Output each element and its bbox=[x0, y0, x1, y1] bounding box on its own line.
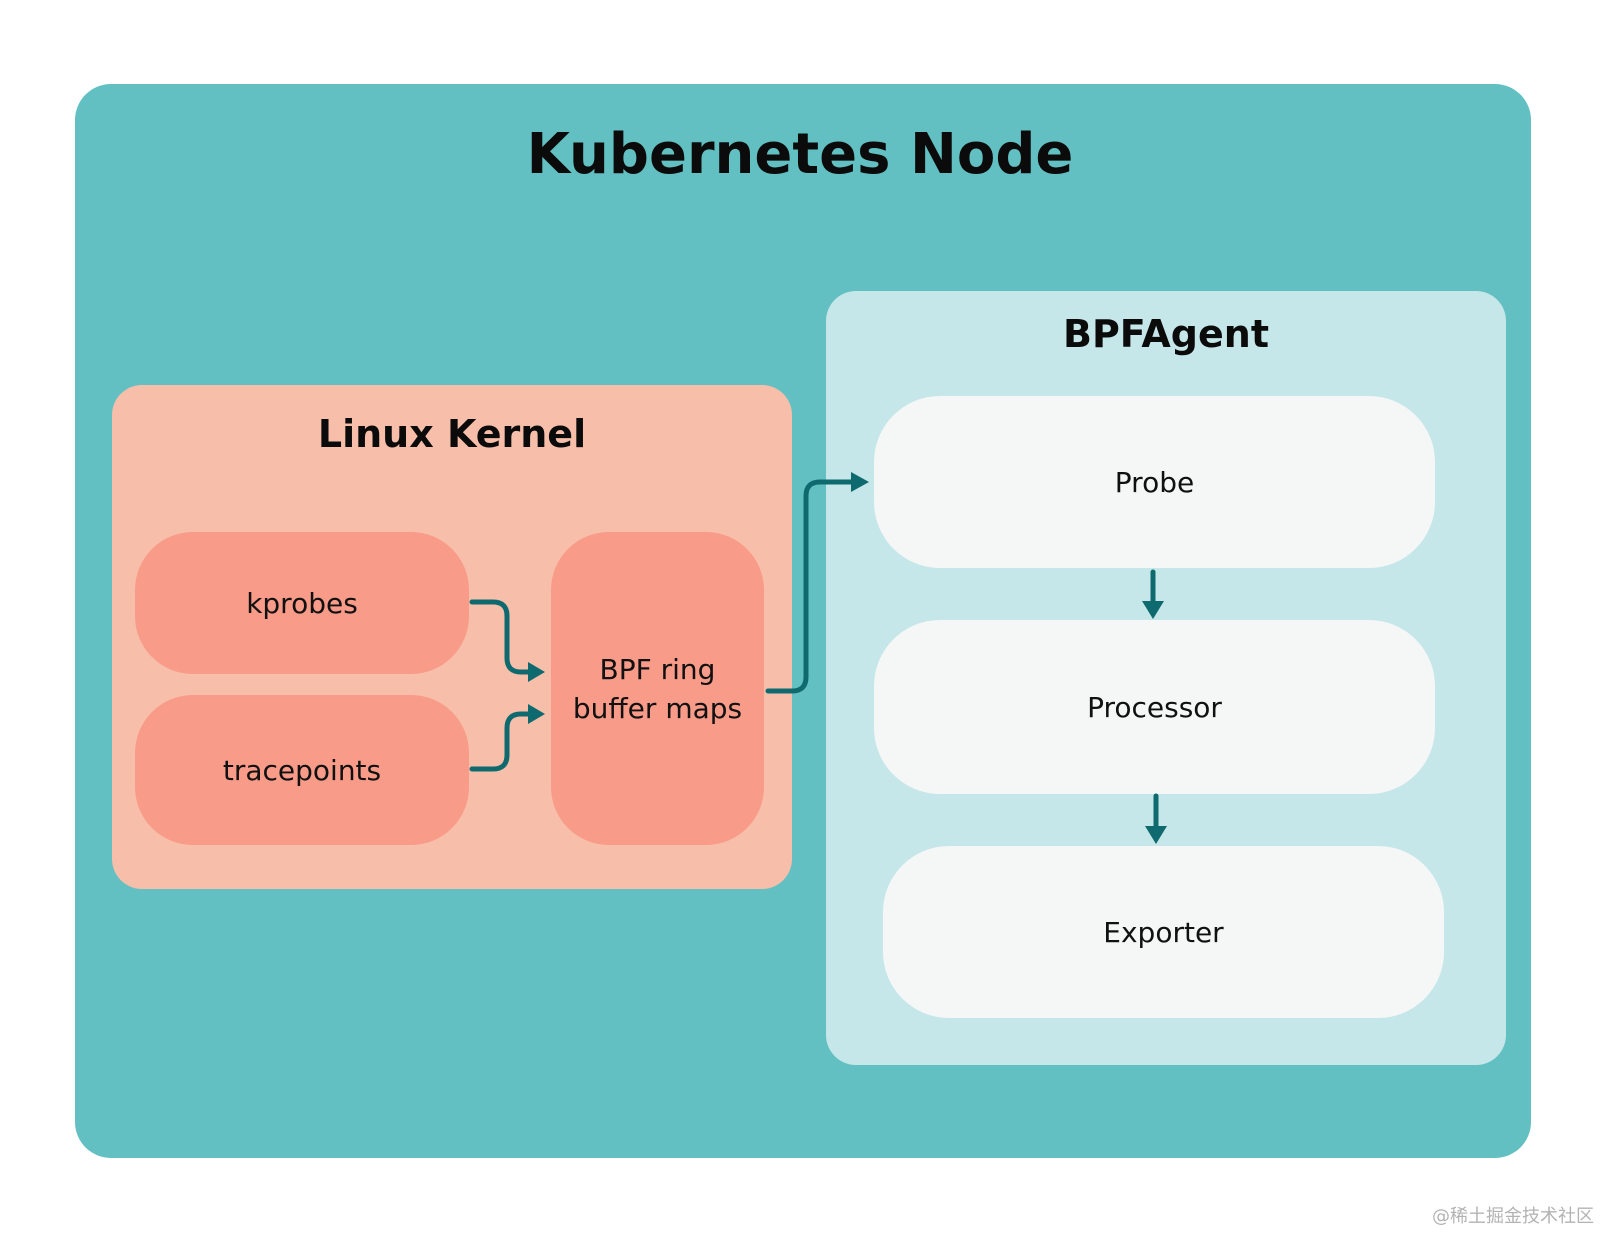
linux-kernel-title: Linux Kernel bbox=[317, 412, 587, 456]
kprobes-box: kprobes bbox=[135, 532, 469, 674]
tracepoints-box: tracepoints bbox=[135, 695, 469, 845]
probe-box: Probe bbox=[874, 396, 1435, 568]
bpf-ring-buffer-maps-box: BPF ring buffer maps bbox=[551, 532, 764, 845]
watermark: @稀土掘金技术社区 bbox=[1432, 1206, 1594, 1227]
bpfagent-title: BPFAgent bbox=[1062, 312, 1269, 356]
exporter-box: Exporter bbox=[883, 846, 1444, 1018]
processor-box: Processor bbox=[874, 620, 1435, 794]
kubernetes-node-title: Kubernetes Node bbox=[526, 122, 1074, 187]
